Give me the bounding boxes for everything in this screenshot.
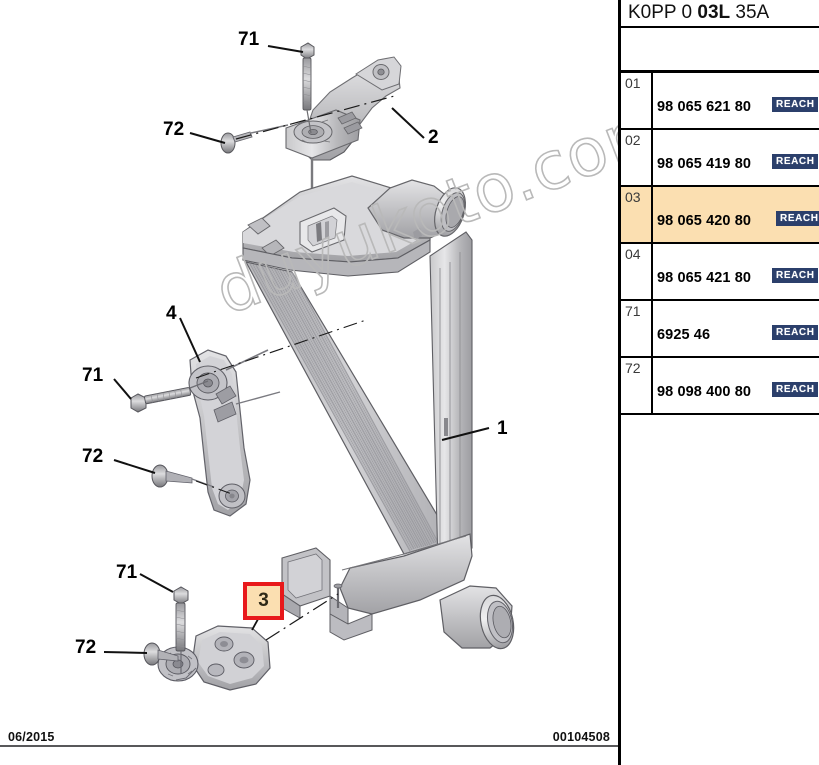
callout-71-mid: 71: [82, 365, 104, 386]
row-index: 71: [621, 301, 653, 356]
callout-3-label: 3: [258, 590, 269, 611]
reach-badge: REACH: [772, 97, 818, 112]
callout-72-top: 72: [163, 119, 185, 140]
part-1-intercooler: [242, 175, 515, 650]
exploded-view-diagram: duyukoto.com 71 72 2 4 71 72 1 71 72 3 0…: [0, 29, 618, 747]
row-index: 04: [621, 244, 653, 299]
diagram-artwork: [103, 42, 515, 691]
bolt-72-bottom: [103, 642, 179, 666]
reference-bold: 03L: [697, 2, 731, 23]
callout-1: 1: [497, 418, 508, 439]
reach-badge: REACH: [772, 325, 818, 340]
part-number: 98 065 419 80: [657, 156, 752, 172]
part-2-upper-bracket: [285, 56, 402, 202]
table-row-selected[interactable]: 03 98 065 420 80 REACH: [621, 187, 819, 244]
part-number: 98 065 421 80: [657, 270, 752, 286]
part-3-lower-bracket: [157, 625, 271, 691]
reach-badge: REACH: [776, 211, 819, 226]
footer-drawing-number: 00104508: [552, 730, 610, 744]
leader-2: [391, 107, 425, 139]
part-number: 98 065 621 80: [657, 99, 752, 115]
reach-badge: REACH: [772, 382, 818, 397]
row-index: 72: [621, 358, 653, 413]
callout-71-bottom: 71: [116, 562, 138, 583]
part-number: 6925 46: [657, 327, 711, 343]
bolt-72-top: [220, 124, 289, 154]
table-row[interactable]: 01 98 065 621 80 REACH: [621, 73, 819, 130]
part-4-middle-bracket: [188, 349, 281, 517]
part-number: 98 065 420 80: [657, 213, 752, 229]
row-index: 03: [621, 187, 653, 242]
reference-prefix: K0PP 0: [628, 2, 693, 23]
bolt-71-mid: [113, 378, 209, 413]
leader-72-top: [189, 132, 226, 144]
table-empty-area: [621, 419, 819, 765]
bolt-71-bottom: [139, 573, 189, 674]
footer-divider: [0, 745, 618, 747]
table-row[interactable]: 72 98 098 400 80 REACH: [621, 358, 819, 415]
table-row[interactable]: 04 98 065 421 80 REACH: [621, 244, 819, 301]
reference-header: K0PP 0 03L 35A: [621, 0, 819, 28]
parts-table-panel: K0PP 0 03L 35A 01 98 065 621 80 REACH 02…: [618, 0, 819, 765]
reach-badge: REACH: [772, 154, 818, 169]
table-row[interactable]: 71 6925 46 REACH: [621, 301, 819, 358]
footer-date: 06/2015: [8, 730, 55, 744]
callout-72-mid: 72: [82, 446, 104, 467]
row-index: 01: [621, 73, 653, 128]
callout-71-top: 71: [238, 29, 260, 50]
reference-suffix: 35A: [735, 2, 770, 23]
callout-72-bottom: 72: [75, 637, 97, 658]
leader-1: [441, 427, 490, 441]
table-row[interactable]: 02 98 065 419 80 REACH: [621, 130, 819, 187]
callout-3-highlighted[interactable]: 3: [243, 582, 284, 620]
reach-badge: REACH: [772, 268, 818, 283]
part-number: 98 098 400 80: [657, 384, 752, 400]
callout-4: 4: [166, 303, 177, 324]
reference-blank-row: [621, 28, 819, 73]
bolt-71-top: [300, 42, 315, 134]
row-index: 02: [621, 130, 653, 185]
parts-row-list: 01 98 065 621 80 REACH 02 98 065 419 80 …: [621, 73, 819, 415]
leader-71-top: [267, 45, 304, 53]
bolt-72-mid: [113, 459, 233, 495]
callout-2: 2: [428, 127, 439, 148]
